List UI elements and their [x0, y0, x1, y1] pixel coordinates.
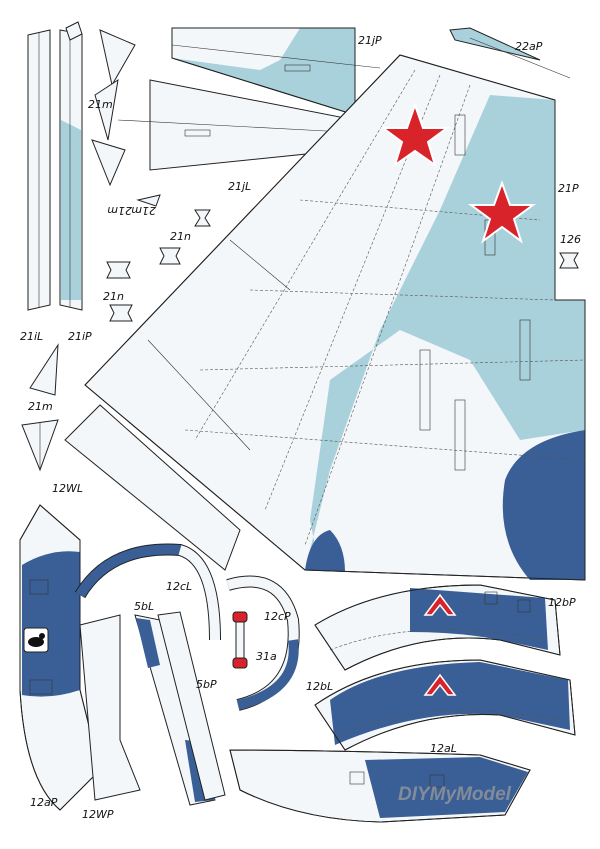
part-tiny-fin	[136, 194, 161, 207]
label-21n-a: 21n	[170, 230, 191, 243]
part-21n-d	[109, 304, 133, 322]
part-21n-b	[159, 247, 181, 265]
part-12bL	[314, 659, 576, 751]
label-21n-b: 21n	[103, 290, 124, 303]
label-12WL: 12WL	[52, 482, 83, 495]
label-21jP: 21jP	[358, 34, 382, 47]
part-21m-top	[94, 29, 136, 141]
label-21m-b: 21m	[107, 204, 132, 217]
label-5bL: 5bL	[134, 600, 154, 613]
red-star-icon	[467, 180, 537, 244]
red-star-icon	[379, 101, 451, 168]
label-5bP: 5bP	[196, 678, 217, 691]
part-31a	[232, 611, 248, 669]
part-21iL	[27, 29, 51, 311]
label-21jL: 21jL	[228, 180, 251, 193]
label-12cL: 12cL	[166, 580, 192, 593]
label-12aL: 12aL	[430, 742, 457, 755]
label-22aP: 22aP	[515, 40, 543, 53]
label-126: 126	[560, 233, 581, 246]
part-21n-c	[106, 261, 131, 279]
part-21m-bottom	[21, 419, 59, 472]
label-21m-a: 21m	[88, 98, 113, 111]
red-chevron-icon	[423, 673, 457, 696]
label-12bP: 12bP	[548, 596, 576, 609]
label-21iP: 21iP	[68, 330, 92, 343]
label-12WP: 12WP	[82, 808, 114, 821]
part-22aP	[449, 27, 571, 79]
part-12cL	[74, 543, 221, 641]
label-21iL: 21iL	[20, 330, 43, 343]
label-21m-d: 21m	[28, 400, 53, 413]
part-21m-mid	[91, 139, 126, 187]
part-12cP	[226, 575, 300, 711]
part-21n-a	[194, 209, 211, 227]
label-31a: 31a	[256, 650, 277, 663]
part-21m-lower	[29, 343, 59, 396]
part-12aP	[19, 504, 101, 811]
part-21iP	[59, 21, 83, 311]
label-12aP: 12aP	[30, 796, 58, 809]
part-12WP	[79, 614, 141, 801]
watermark: DIYMyModel	[398, 784, 512, 805]
label-21m-c: 21m	[131, 204, 156, 217]
red-chevron-icon	[423, 593, 457, 616]
label-12bL: 12bL	[306, 680, 333, 693]
part-126	[559, 252, 579, 269]
part-5bP	[157, 611, 226, 801]
label-21P: 21P	[558, 182, 579, 195]
bear-emblem-icon	[23, 627, 49, 653]
part-12WL	[64, 404, 241, 571]
part-12aL	[229, 749, 531, 823]
label-12cP: 12cP	[264, 610, 291, 623]
